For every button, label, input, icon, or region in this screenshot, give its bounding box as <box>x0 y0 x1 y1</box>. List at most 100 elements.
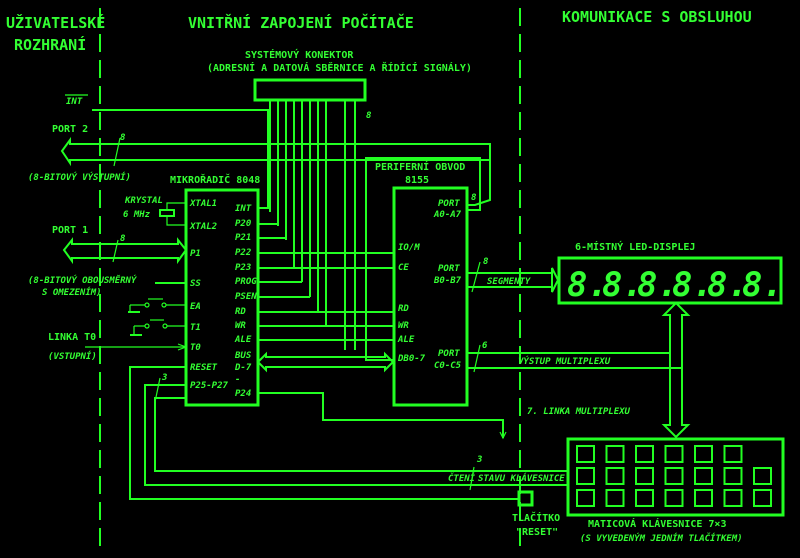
read-width: 3 <box>476 455 482 465</box>
port-c-label: PORT <box>438 349 460 359</box>
keyboard-key[interactable] <box>576 445 595 463</box>
peripheral-8155 <box>392 186 469 407</box>
peripheral-pin-label: DB0-7 <box>397 354 426 364</box>
led-digits: 8.8.8.8.8.8. <box>567 265 783 305</box>
display-title: 6-MÍSTNÝ LED-DISPLEJ <box>575 240 695 253</box>
multiplex-output-label: VÝSTUP MULTIPLEXU <box>518 355 611 367</box>
port1-desc-1: (8-BITOVÝ OBOUSMĚRNÝ <box>28 274 137 286</box>
keyboard-key[interactable] <box>605 445 625 463</box>
reset-button[interactable] <box>517 490 534 507</box>
port2-bus-arrow <box>60 136 491 167</box>
peripheral-title: PERIFERNÍ OBVOD <box>375 160 465 173</box>
t0-desc: (VSTUPNÍ) <box>48 350 97 362</box>
mcu-pin-label: RESET <box>190 363 218 373</box>
connector-pins <box>269 100 356 350</box>
keyboard-key[interactable] <box>694 445 713 463</box>
led-digit: 8. <box>742 265 783 305</box>
mcu-pin-label: SS <box>190 279 201 289</box>
mcu-pin-label: P21 <box>235 233 251 243</box>
keyboard-key[interactable] <box>694 467 713 485</box>
keyboard-key[interactable] <box>753 489 772 507</box>
mcu-pin-label: RD <box>235 307 246 317</box>
mcu-pin-label: P23 <box>235 263 251 273</box>
keyboard-key[interactable] <box>605 489 625 507</box>
mcu-title: MIKROŘADIČ 8048 <box>170 173 260 186</box>
keyboard-key[interactable] <box>635 467 654 485</box>
connector-bus-width: 8 <box>366 111 371 121</box>
read-label-1: ČTENÍ <box>448 472 476 484</box>
keyboard-key[interactable] <box>664 467 684 485</box>
mcu-pin-label: PROG <box>235 277 257 287</box>
keyboard-key[interactable] <box>605 467 625 485</box>
multiplex-line7-label: 7. LINKA MULTIPLEXU <box>527 407 631 417</box>
mcu-pin-label: P25-P27 <box>190 381 229 391</box>
led-digit: 8. <box>637 265 678 305</box>
int-label: INT <box>66 97 83 107</box>
mcu-pin-label: PSEN <box>235 292 257 302</box>
p25-width: 3 <box>161 373 167 383</box>
mcu-pin-label: T1 <box>190 323 201 333</box>
port-c-width: 6 <box>482 341 488 351</box>
keyboard-key[interactable] <box>576 489 595 507</box>
t1-switch-icon <box>130 319 186 336</box>
keyboard-key[interactable] <box>576 467 595 485</box>
peripheral-pin-label: WR <box>398 321 409 331</box>
port-a-width: 8 <box>471 193 476 203</box>
data-bus-arrow <box>256 351 395 373</box>
header-communication: KOMUNIKACE S OBSLUHOU <box>562 8 752 26</box>
port1-desc-2: S OMEZENÍM) <box>42 286 102 298</box>
matrix-keyboard <box>566 437 785 517</box>
keyboard-key[interactable] <box>694 489 713 507</box>
mcu-pin-label: T0 <box>190 343 201 353</box>
display-keyboard-arrow <box>661 301 691 439</box>
ea-switch-icon <box>128 298 186 313</box>
keyboard-key[interactable] <box>664 489 684 507</box>
mcu-pin-label: BUS <box>234 351 252 361</box>
led-digit: 8. <box>602 265 643 305</box>
mcu-pin-label: XTAL1 <box>189 199 217 209</box>
peripheral-pin-label: CE <box>398 263 409 273</box>
port-a-label: PORT <box>438 199 460 209</box>
peripheral-pin-label: RD <box>398 304 409 314</box>
port1-bus-arrow <box>62 237 188 265</box>
port-b-width: 8 <box>483 257 488 267</box>
led-display <box>557 256 783 305</box>
keyboard-key[interactable] <box>635 489 654 507</box>
reset-label-2: "RESET" <box>516 527 558 538</box>
mcu-pin-label: D-7 <box>234 363 252 373</box>
keyboard-title: MATICOVÁ KLÁVESNICE 7×3 <box>588 517 726 530</box>
reset-label-1: TLAČÍTKO <box>512 511 560 524</box>
mcu-pin-label: P1 <box>190 249 201 259</box>
header-internal: VNITŘNÍ ZAPOJENÍ POČÍTAČE <box>188 13 414 32</box>
led-digit: 8. <box>567 265 608 305</box>
port1-width: 8 <box>120 234 125 244</box>
keyboard-key[interactable] <box>753 467 772 485</box>
crystal-frequency: 6 MHz <box>123 210 151 220</box>
port-b-label: PORT <box>438 264 460 274</box>
keyboard-key[interactable] <box>723 489 743 507</box>
mcu-pin-label: EA <box>190 302 201 312</box>
peripheral-chip: 8155 <box>405 175 429 186</box>
system-connector <box>253 78 367 102</box>
keyboard-key[interactable] <box>723 445 743 463</box>
keyboard-key[interactable] <box>723 467 743 485</box>
segments-arrow <box>551 267 560 293</box>
led-digit: 8. <box>672 265 713 305</box>
mcu-pin-label: ALE <box>234 335 252 345</box>
mcu-pin-label: INT <box>235 204 252 214</box>
mcu-pin-label: XTAL2 <box>189 222 217 232</box>
keyboard-key[interactable] <box>635 445 654 463</box>
port1-label: PORT 1 <box>52 225 88 236</box>
keyboard-key[interactable] <box>664 445 684 463</box>
peripheral-pin-label: IO/M <box>398 243 420 253</box>
multiplex-line-7 <box>258 392 504 438</box>
mcu-pin-label: P24 <box>235 389 251 399</box>
crystal-label: KRYSTAL <box>124 196 163 206</box>
mcu-pin-label: P22 <box>235 248 251 258</box>
port-c-range: C0-C5 <box>434 361 462 371</box>
reset-line <box>129 366 518 500</box>
